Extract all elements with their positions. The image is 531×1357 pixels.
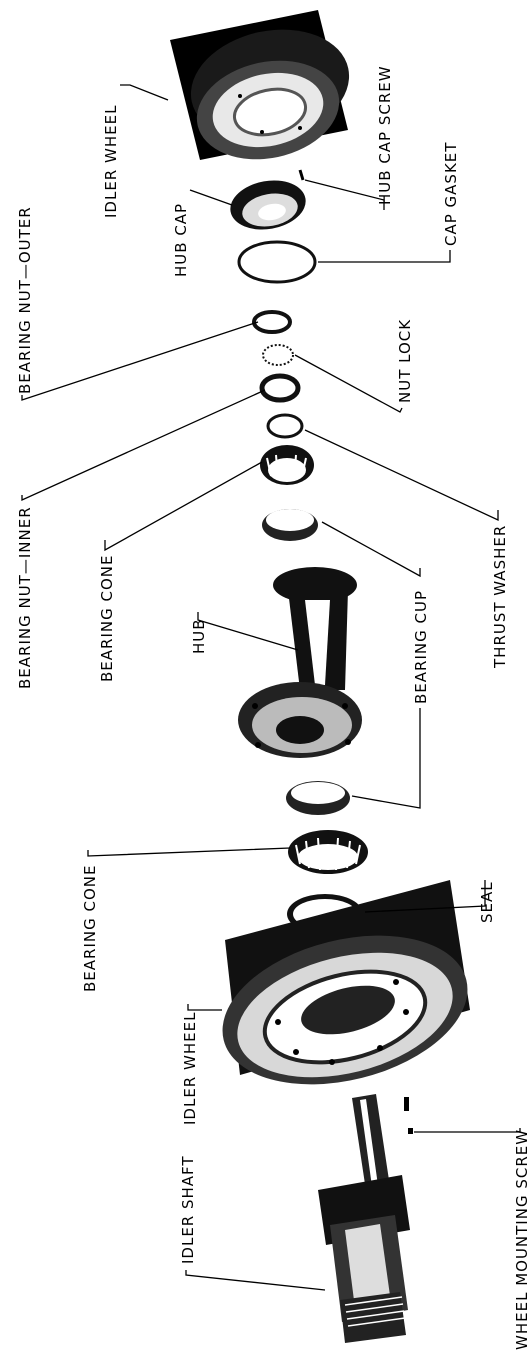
label-thrust-washer: THRUST WASHER — [491, 525, 509, 669]
label-idler-wheel-bottom: IDLER WHEEL — [181, 1012, 199, 1125]
bearing-cup-upper-part — [262, 509, 318, 541]
cap-gasket-part — [237, 240, 317, 284]
label-nut-lock: NUT LOCK — [396, 319, 414, 403]
label-idler-shaft: IDLER SHAFT — [179, 1155, 197, 1264]
leader-cap-gasket — [318, 250, 451, 263]
leader-hub-cap — [189, 189, 233, 206]
label-hub-cap: HUB CAP — [172, 203, 190, 277]
leader-bearing-nut-inner — [21, 389, 266, 502]
label-bearing-cone-lower: BEARING CONE — [81, 865, 99, 992]
nut-lock-part — [262, 344, 294, 366]
label-bearing-cone-upper: BEARING CONE — [98, 555, 116, 682]
bearing-cup-lower-part — [286, 781, 350, 815]
leader-idler-shaft — [185, 1270, 326, 1291]
idler-wheel-top-part — [170, 10, 350, 160]
bearing-nut-inner-part — [259, 373, 301, 403]
bearing-cone-lower-part — [288, 830, 368, 874]
idler-shaft-part — [318, 1094, 410, 1343]
label-bearing-nut-outer: BEARING NUT—OUTER — [16, 206, 34, 394]
leader-bearing-cone-upper — [104, 461, 263, 552]
leader-thrust-washer — [304, 429, 499, 522]
hub-part — [238, 567, 362, 758]
bearing-nut-outer-part — [252, 310, 292, 334]
thrust-washer-part — [266, 413, 304, 439]
label-hub: HUB — [190, 618, 208, 654]
wheel-mounting-screw-part — [404, 1097, 413, 1134]
idler-wheel-bottom-part — [222, 880, 470, 1085]
leader-bearing-cone-lower — [87, 847, 291, 857]
leader-bearing-cup-lower — [351, 708, 421, 809]
leader-seal — [364, 880, 486, 913]
label-bearing-cup: BEARING CUP — [412, 590, 430, 704]
label-hub-cap-screw: HUB CAP SCREW — [376, 65, 394, 205]
leader-nut-lock — [294, 354, 403, 413]
hub-cap-screw-part — [298, 169, 305, 181]
leader-bearing-nut-outer — [21, 321, 259, 401]
leader-idler-wheel-bottom — [187, 1004, 222, 1011]
label-bearing-nut-inner: BEARING NUT—INNER — [16, 506, 34, 689]
label-seal: SEAL — [478, 881, 496, 923]
bearing-cone-upper-part — [260, 445, 314, 485]
label-wheel-mounting-screw: WHEEL MOUNTING SCREW — [513, 1129, 531, 1350]
leader-hub — [197, 612, 299, 651]
hub-cap-part — [230, 180, 306, 230]
leader-idler-wheel-top — [120, 84, 169, 101]
leader-hub-cap-screw — [304, 179, 385, 210]
leader-lines — [21, 84, 521, 1291]
label-idler-wheel-top: IDLER WHEEL — [102, 105, 120, 218]
leader-bearing-cup-upper — [321, 521, 421, 578]
leader-wheel-mounting-screw — [414, 1128, 521, 1133]
label-cap-gasket: CAP GASKET — [442, 142, 460, 246]
